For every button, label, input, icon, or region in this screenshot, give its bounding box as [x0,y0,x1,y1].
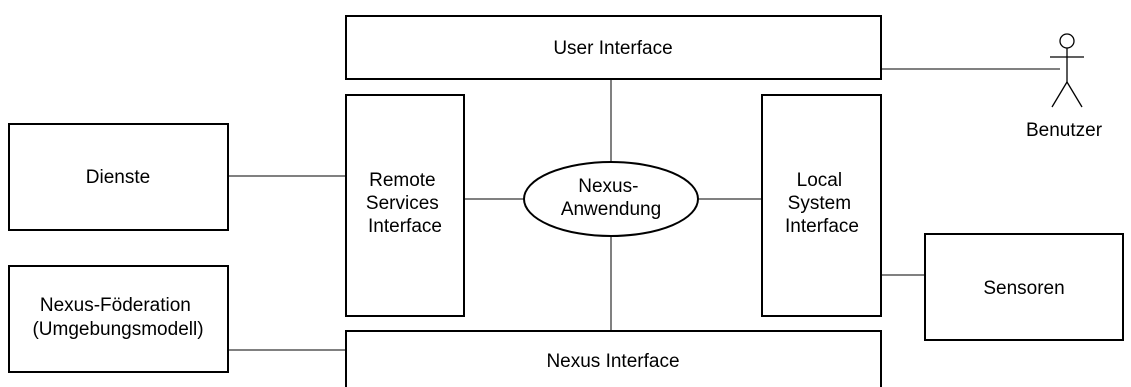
remote-services-interface-box: Remote Services Interface [345,94,465,317]
remote-services-line-3: Interface [368,216,442,237]
local-system-line-2: System [788,193,851,214]
remote-services-line-1: Remote [369,170,436,191]
sensoren-box: Sensoren [924,233,1124,341]
nexus-anwendung-line-2: Anwendung [561,199,661,220]
remote-services-line-2: Services [366,193,439,214]
nexus-anwendung-label: Nexus- Anwendung [561,176,661,220]
local-system-interface-box: Local System Interface [761,94,882,317]
nexus-anwendung-line-1: Nexus- [578,176,638,197]
dienste-label: Dienste [86,167,150,188]
connectors [228,68,1060,351]
nexus-interface-label: Nexus Interface [546,351,679,372]
stick-figure-icon [1050,33,1084,108]
benutzer-actor: Benutzer [1026,33,1103,141]
benutzer-label: Benutzer [1026,120,1103,141]
nexus-anwendung-ellipse: Nexus- Anwendung [523,161,699,237]
remote-services-interface-label: Remote Services Interface [366,170,444,237]
nexus-interface-box: Nexus Interface [345,330,882,387]
sensoren-label: Sensoren [983,278,1064,299]
user-interface-label: User Interface [553,38,672,59]
nexus-foederation-line-2: (Umgebungsmodell) [32,319,203,340]
nexus-foederation-line-1: Nexus-Föderation [40,295,191,316]
local-system-line-3: Interface [785,216,859,237]
user-interface-box: User Interface [345,15,882,80]
nexus-foederation-label: Nexus-Föderation (Umgebungsmodell) [32,295,203,340]
nexus-foederation-box: Nexus-Föderation (Umgebungsmodell) [8,265,229,373]
dienste-box: Dienste [8,123,229,231]
local-system-interface-label: Local System Interface [785,170,859,237]
local-system-line-1: Local [797,170,842,191]
